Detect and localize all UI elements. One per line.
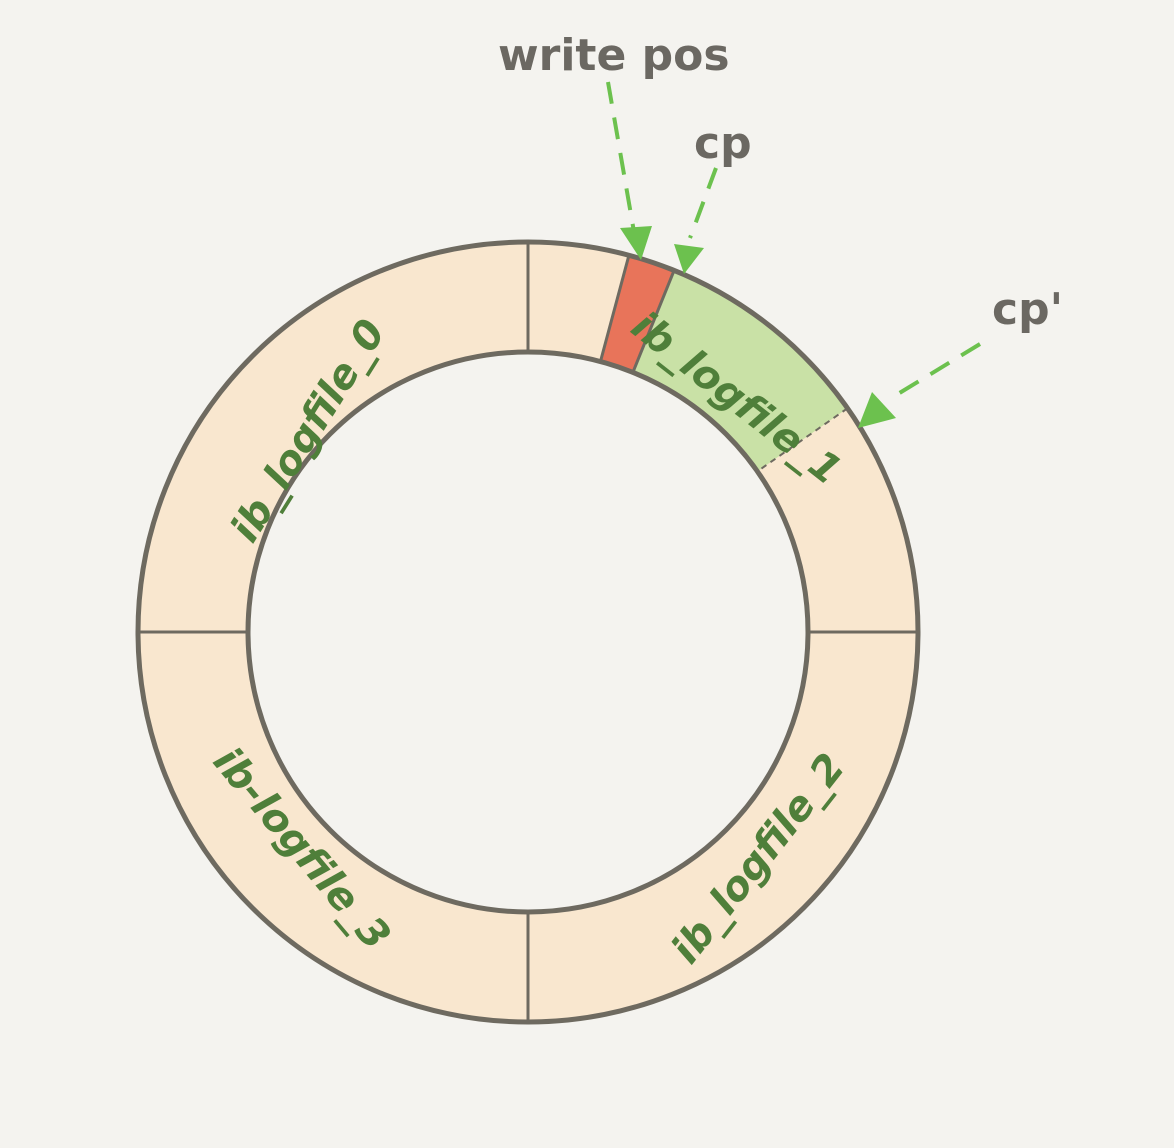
cp-boundary xyxy=(631,269,676,373)
write-pos-arrow-line xyxy=(606,81,636,233)
write-pos-label: write pos xyxy=(498,30,730,81)
cp-prime-arrow-head xyxy=(858,392,896,428)
checkpoint-region xyxy=(632,270,848,472)
cp-prime-arrow-line xyxy=(886,342,982,402)
write-pos-region xyxy=(600,255,675,373)
cp-label: cp xyxy=(694,118,752,169)
write-pos-arrow-head xyxy=(620,226,652,260)
cp-prime-boundary xyxy=(756,407,849,473)
cp-prime-label: cp' xyxy=(992,284,1063,335)
cp-arrow-line xyxy=(688,167,718,239)
write-pos-boundary xyxy=(599,254,631,362)
cp-arrow-head xyxy=(674,244,704,274)
